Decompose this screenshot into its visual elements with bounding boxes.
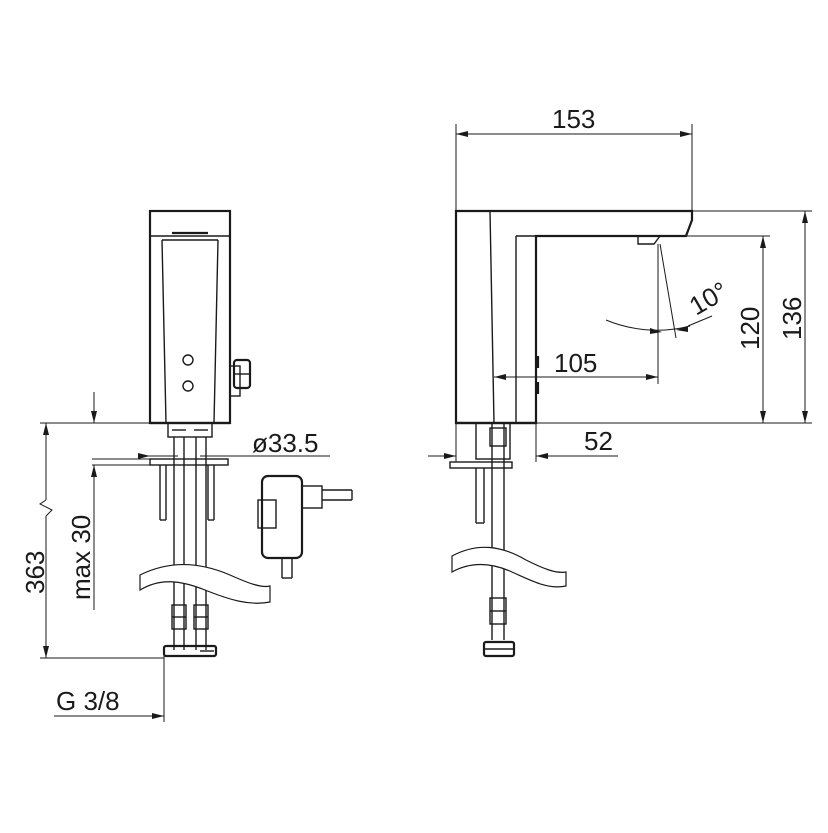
sensor-icon xyxy=(182,354,194,366)
dimension-depth-base: 52 xyxy=(428,423,618,462)
width-top-label: 153 xyxy=(552,104,595,134)
mounting-plate xyxy=(149,458,229,466)
break-line xyxy=(451,546,567,588)
depth-base-label: 52 xyxy=(584,426,613,456)
dimension-projection: 105 xyxy=(494,244,659,384)
break-line xyxy=(139,563,271,604)
dimension-max-thickness: max 30 xyxy=(66,392,97,610)
dimension-width-top: 153 xyxy=(455,104,693,211)
hose-connector xyxy=(162,644,218,658)
max-thickness-label: max 30 xyxy=(66,515,96,600)
faucet-body-side xyxy=(454,209,694,425)
dimension-thread: G 3/8 xyxy=(54,656,165,722)
diameter-label: ø33.5 xyxy=(252,428,319,458)
height-total-label: 136 xyxy=(777,297,807,340)
dimension-diameter: ø33.5 xyxy=(92,428,330,466)
height-spout-label: 120 xyxy=(735,307,765,350)
dimension-height-total: 136 xyxy=(536,210,812,424)
sensor-icon xyxy=(182,380,194,392)
front-view: ø33.5 max 30 363 G 3/8 xyxy=(20,209,353,722)
thread-label: G 3/8 xyxy=(56,686,120,716)
hose-length-label: 363 xyxy=(20,551,50,594)
dimension-angle: 10° xyxy=(605,243,733,339)
angle-label: 10° xyxy=(684,276,733,322)
dimension-hose-length: 363 xyxy=(20,422,164,659)
projection-label: 105 xyxy=(554,348,597,378)
side-view: 153 136 120 105 xyxy=(428,104,812,658)
mounting-plate xyxy=(449,461,513,469)
dimension-height-spout: 120 xyxy=(660,235,770,423)
power-adapter-icon xyxy=(257,474,353,579)
